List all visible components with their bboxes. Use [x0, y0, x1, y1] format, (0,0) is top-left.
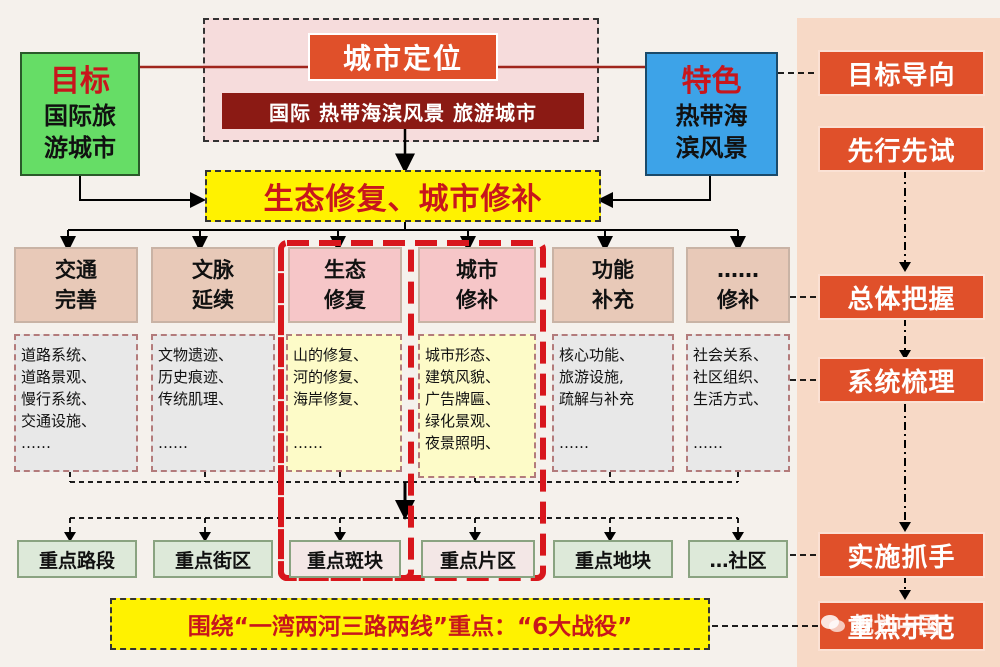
campaign-banner: 围绕“一湾两河三路两线”重点：“6大战役”: [110, 598, 710, 650]
step-pilot-first: 先行先试: [818, 126, 985, 172]
focus-community: …社区: [688, 540, 788, 578]
step-implementation: 实施抓手: [818, 532, 985, 578]
topic-other: …… 修补: [686, 247, 790, 323]
positioning-subtitle: 国际 热带海滨风景 旅游城市: [222, 93, 584, 129]
topic-transport: 交通 完善: [14, 247, 138, 323]
topic-label: …… 修补: [717, 258, 759, 312]
feature-text: 热带海 滨风景: [675, 102, 748, 162]
detail-ecology: 山的修复、 河的修复、 海岸修复、 ……: [286, 334, 402, 472]
detail-transport: 道路系统、 道路景观、 慢行系统、 交通设施、 ……: [14, 334, 138, 472]
detail-heritage: 文物遗迹、 历史痕迹、 传统肌理、 ……: [151, 334, 275, 472]
topic-label: 文脉 延续: [192, 258, 234, 312]
feature-box: 特色 热带海 滨风景: [645, 52, 778, 176]
topic-urban-repair: 城市 修补: [418, 247, 536, 323]
feature-title: 特色: [681, 64, 742, 99]
goal-box: 目标 国际旅 游城市: [20, 52, 140, 176]
detail-function: 核心功能、 旅游设施, 疏解与补充 ……: [552, 334, 674, 472]
topic-label: 生态 修复: [324, 258, 366, 312]
goal-text: 国际旅 游城市: [44, 102, 116, 162]
theme-banner: 生态修复、城市修补: [205, 170, 601, 222]
detail-other: 社会关系、 社区组织、 生活方式、 ……: [686, 334, 790, 472]
focus-plot: 重点地块: [553, 540, 673, 578]
step-overall-control: 总体把握: [818, 274, 985, 320]
focus-road-section: 重点路段: [17, 540, 137, 578]
watermark-text: 规划中国: [852, 614, 941, 639]
step-systematic-review: 系统梳理: [818, 357, 985, 403]
positioning-title: 城市定位: [308, 33, 498, 81]
step-goal-oriented: 目标导向: [818, 50, 985, 96]
topic-label: 城市 修补: [456, 258, 498, 312]
focus-area: 重点片区: [421, 540, 535, 578]
goal-title: 目标: [50, 64, 110, 99]
step-key-demonstration: 重点示范: [818, 601, 985, 651]
detail-urban-repair: 城市形态、 建筑风貌、 广告牌匾、 绿化景观、 夜景照明、: [418, 334, 536, 478]
focus-street-block: 重点街区: [153, 540, 273, 578]
topic-function: 功能 补充: [552, 247, 674, 323]
topic-label: 功能 补充: [592, 258, 634, 312]
watermark: 规划中国: [820, 608, 940, 640]
topic-label: 交通 完善: [55, 258, 97, 312]
topic-heritage: 文脉 延续: [151, 247, 275, 323]
focus-patch: 重点斑块: [289, 540, 401, 578]
topic-ecology: 生态 修复: [288, 247, 402, 323]
chat-bubble-icon: [820, 613, 846, 635]
